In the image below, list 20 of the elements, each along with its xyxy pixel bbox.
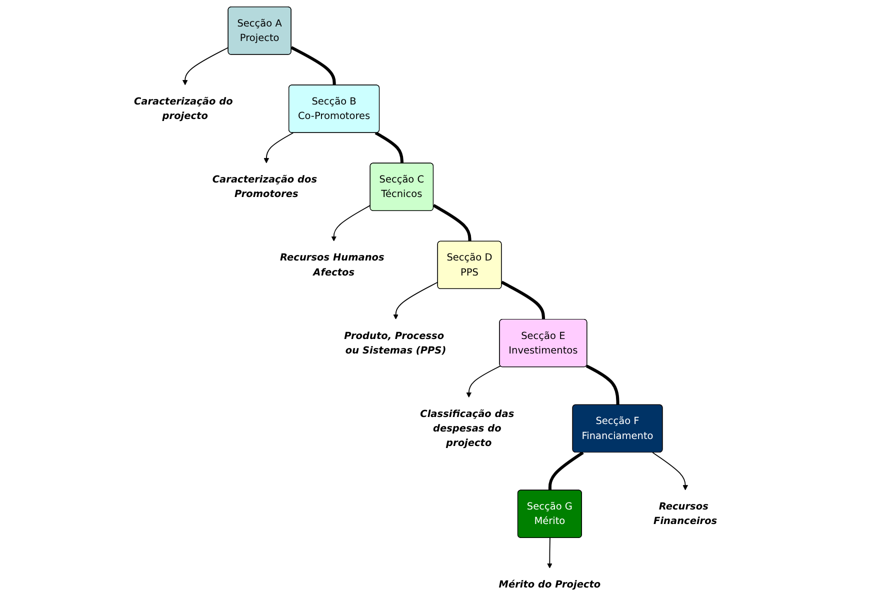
node-text: Recursos Financeiros (653, 500, 717, 527)
node-text: Recursos Humanos Afectos (280, 252, 384, 278)
connector (500, 280, 545, 320)
arrow (182, 47, 229, 86)
node-text: Classificação das despesas do projecto (420, 408, 514, 449)
node-text: Mérito do Projecto (498, 578, 600, 590)
arrow (330, 204, 371, 242)
connector (374, 132, 404, 164)
arrow (652, 452, 688, 490)
arrow (546, 538, 552, 568)
node-text: Produto, Processo ou Sistemas (PPS) (344, 330, 446, 356)
node-text: Caracterização do projecto (134, 95, 233, 122)
connector (290, 46, 336, 86)
arrow (466, 366, 501, 398)
arrow (264, 132, 294, 164)
connector (586, 364, 620, 405)
arrow (392, 282, 438, 320)
node-text: Caracterização dos Promotores (212, 173, 317, 200)
connector (548, 451, 584, 490)
connector (432, 204, 472, 242)
